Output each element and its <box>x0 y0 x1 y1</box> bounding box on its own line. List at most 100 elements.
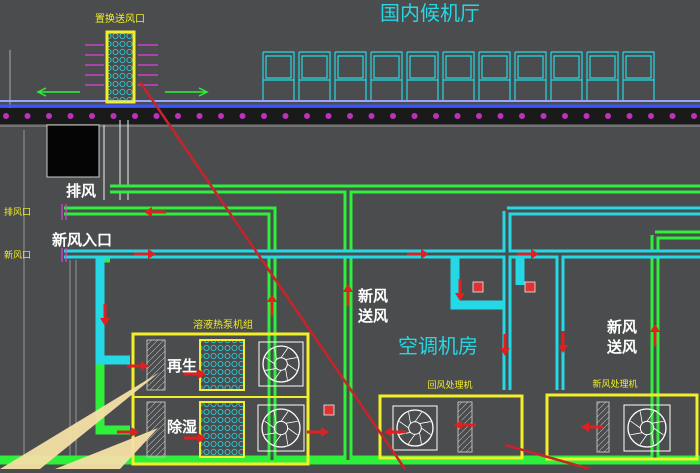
coil-icon <box>199 401 245 458</box>
flow-arrows <box>100 207 660 443</box>
flow-arrow-icon <box>384 427 406 437</box>
beam-dot <box>583 113 590 119</box>
flow-arrow-icon <box>144 207 166 217</box>
beam-dot <box>497 113 504 119</box>
mid-fresh-label-1: 新风 <box>358 287 388 305</box>
return-ahu-label: 回风处理机 <box>427 379 472 391</box>
beam-dot <box>261 113 267 119</box>
building-structure <box>0 50 700 469</box>
beam-dot <box>390 113 396 119</box>
beam-dot <box>347 113 353 119</box>
seat-icon <box>586 51 619 100</box>
flow-arrow-icon <box>650 324 660 346</box>
heatpump-unit-label: 溶液热泵机组 <box>193 318 253 331</box>
flow-arrow-icon <box>500 334 510 356</box>
filter-icon <box>146 339 166 391</box>
beam-dot <box>368 113 375 119</box>
heatpump-unit: 溶液热泵机组 再生 除湿 <box>131 318 310 466</box>
beam-dot <box>304 113 310 119</box>
dehumid-label: 除湿 <box>167 418 197 436</box>
beam-dot <box>67 113 74 119</box>
regen-label: 再生 <box>167 357 197 375</box>
displacement-outlet: 置换送风口 <box>36 12 209 104</box>
seat-icon <box>406 51 439 100</box>
beam-dot <box>476 113 482 119</box>
beam-dot <box>540 113 547 119</box>
beam-dot <box>325 113 332 119</box>
fan-icon <box>258 341 304 387</box>
fan-icon <box>392 405 438 451</box>
seat-icon <box>478 51 511 100</box>
fan-icon <box>623 404 671 452</box>
flow-arrow-icon <box>343 284 353 306</box>
flow-arrow-icon <box>267 294 277 316</box>
beam-dot <box>24 113 31 119</box>
seat-icon <box>514 51 547 100</box>
highlight-beams <box>0 372 160 469</box>
beam-dot <box>175 113 181 119</box>
exhaust-label: 排风 <box>66 182 96 200</box>
seat-icon <box>334 51 367 100</box>
exhaust-outlet-label: 排风口 <box>4 206 31 218</box>
diffuser-icon <box>105 30 136 104</box>
beam-dot <box>153 113 160 119</box>
beam-dot <box>282 113 289 119</box>
flow-arrow-icon <box>558 331 568 353</box>
seat-icon <box>550 51 583 100</box>
seat-icon <box>262 51 295 100</box>
return-air-ahu: 回风处理机 <box>378 379 524 460</box>
fans <box>257 341 671 452</box>
flow-arrow-icon <box>407 249 429 259</box>
seat-icon <box>370 51 403 100</box>
beam-dot <box>411 113 418 119</box>
seat-icon <box>298 51 331 100</box>
beam-dot <box>132 113 138 119</box>
flow-arrow-icon <box>134 249 156 259</box>
beam-dot <box>605 113 611 119</box>
hall-seats <box>262 51 655 100</box>
mid-fresh-label-2: 送风 <box>357 307 388 325</box>
inlet-louvers <box>61 204 67 262</box>
flow-arrow-icon <box>455 279 465 301</box>
beam-dot <box>3 113 9 119</box>
beam-dot <box>196 113 203 119</box>
flow-arrow-icon <box>307 427 329 437</box>
fan-icon <box>257 404 305 452</box>
flow-arrow-icon <box>184 433 206 443</box>
flow-arrow-icon <box>100 304 110 326</box>
hall-title: 国内候机厅 <box>380 1 480 25</box>
fresh-ahu-label: 新风处理机 <box>592 378 637 390</box>
fresh-air-ahu: 新风处理机 <box>545 378 699 461</box>
displacement-outlet-label: 置换送风口 <box>95 12 145 25</box>
right-fresh-label-2: 送风 <box>606 338 637 356</box>
coil-icon <box>199 339 245 391</box>
beam-dot <box>626 113 633 119</box>
beam-dot <box>562 113 568 119</box>
beam-dot <box>433 113 439 119</box>
fresh-inlet-small-label: 新风口 <box>4 249 31 261</box>
flow-arrow-icon <box>117 427 139 437</box>
flow-arrow-icon <box>36 87 209 97</box>
fresh-inlet-label: 新风入口 <box>52 231 112 249</box>
beam-dot <box>89 113 95 119</box>
beam-dot <box>110 113 117 119</box>
seat-icon <box>622 51 655 100</box>
beam-dot <box>218 113 224 119</box>
beam-dot <box>519 113 525 119</box>
right-fresh-label-1: 新风 <box>607 318 637 336</box>
flow-arrow-icon <box>581 422 603 432</box>
beam-dot <box>454 113 461 119</box>
beam-dots <box>3 113 697 119</box>
beam-dot <box>648 113 654 119</box>
beam-dot <box>691 113 697 119</box>
damper-icon <box>323 281 536 416</box>
flow-arrow-icon <box>454 420 476 430</box>
beam-dot <box>239 113 246 119</box>
fresh-air-ducts <box>64 206 700 390</box>
seat-icon <box>442 51 475 100</box>
flow-arrow-icon <box>517 249 539 259</box>
flow-arrow-icon <box>127 361 149 371</box>
flow-arrow-icon <box>184 369 206 379</box>
